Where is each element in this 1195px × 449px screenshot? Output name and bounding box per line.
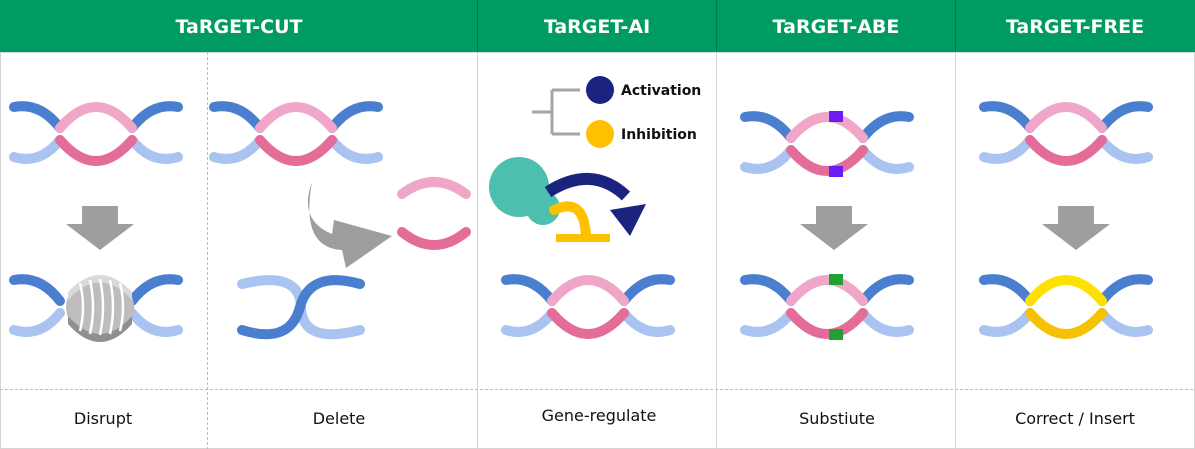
target-base-before — [829, 111, 843, 122]
dna-delete-before — [209, 101, 383, 166]
dna-disrupted — [9, 274, 183, 342]
inserted-segment-bottom — [1025, 308, 1107, 339]
dna-abe-before — [740, 111, 914, 177]
caption-correct-insert: Correct / Insert — [1015, 409, 1135, 428]
inhibition-symbol — [549, 201, 591, 241]
header-target-cut: TaRGET-CUT — [176, 16, 303, 38]
header-target-free: TaRGET-FREE — [1006, 16, 1144, 38]
caption-substitute: Substiute — [799, 409, 875, 428]
inhibition-label: Inhibition — [621, 127, 697, 143]
curved-arrow-delete — [307, 182, 392, 268]
activation-label: Activation — [621, 83, 701, 99]
dna-gene-regulate — [501, 274, 675, 339]
inhibition-dot — [586, 120, 614, 148]
caption-delete: Delete — [313, 409, 366, 428]
dna-after-deletion — [237, 275, 365, 340]
down-arrow-abe — [800, 206, 868, 250]
dna-abe-after — [740, 274, 914, 340]
regulator-protein — [489, 157, 560, 225]
dna-free-after — [979, 274, 1153, 339]
down-arrow-free — [1042, 206, 1110, 250]
header-bar — [0, 0, 1195, 52]
dna-excised-fragment — [397, 177, 471, 250]
dna-disrupt-before — [9, 101, 183, 166]
down-arrow-disrupt — [66, 206, 134, 250]
caption-gene-regulate: Gene-regulate — [542, 406, 657, 425]
dna-free-before — [979, 101, 1153, 166]
activation-dot — [586, 76, 614, 104]
substituted-base — [829, 274, 843, 285]
regulation-legend: Activation Inhibition — [532, 76, 701, 148]
header-target-abe: TaRGET-ABE — [773, 16, 900, 38]
caption-disrupt: Disrupt — [74, 409, 132, 428]
inserted-segment-top — [1025, 275, 1107, 306]
header-target-ai: TaRGET-AI — [544, 16, 650, 38]
activation-arrow — [544, 173, 631, 201]
